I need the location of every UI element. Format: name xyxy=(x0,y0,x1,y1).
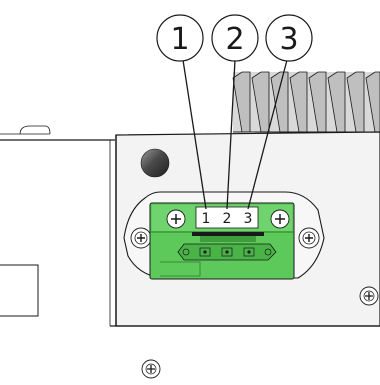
pin-label-2: 2 xyxy=(223,211,232,227)
power-knob-icon xyxy=(140,148,170,178)
heatsink-fins xyxy=(232,71,380,133)
callout-1-label: 1 xyxy=(170,22,189,57)
callout-1: 1 xyxy=(156,14,204,62)
screw-icon xyxy=(270,209,290,229)
callout-2: 2 xyxy=(211,14,259,62)
pin-label-strip: 1 2 3 xyxy=(195,206,259,229)
mounting-screw-icon xyxy=(359,286,379,306)
leader-line-3 xyxy=(247,59,288,210)
screw-icon xyxy=(298,227,320,249)
callout-2-label: 2 xyxy=(225,22,244,57)
callout-leader-lines xyxy=(182,59,288,210)
screw-icon xyxy=(130,227,152,249)
leader-line-1 xyxy=(182,59,207,210)
left-side-box xyxy=(0,264,39,317)
mounting-screw-icon xyxy=(141,359,161,379)
callout-3-label: 3 xyxy=(279,22,298,57)
pin-label-3: 3 xyxy=(244,211,253,227)
upper-panel xyxy=(0,125,115,141)
screw-icon xyxy=(166,209,186,229)
pin-label-1: 1 xyxy=(202,211,211,227)
callout-3: 3 xyxy=(265,14,313,62)
leader-line-2 xyxy=(226,59,236,210)
